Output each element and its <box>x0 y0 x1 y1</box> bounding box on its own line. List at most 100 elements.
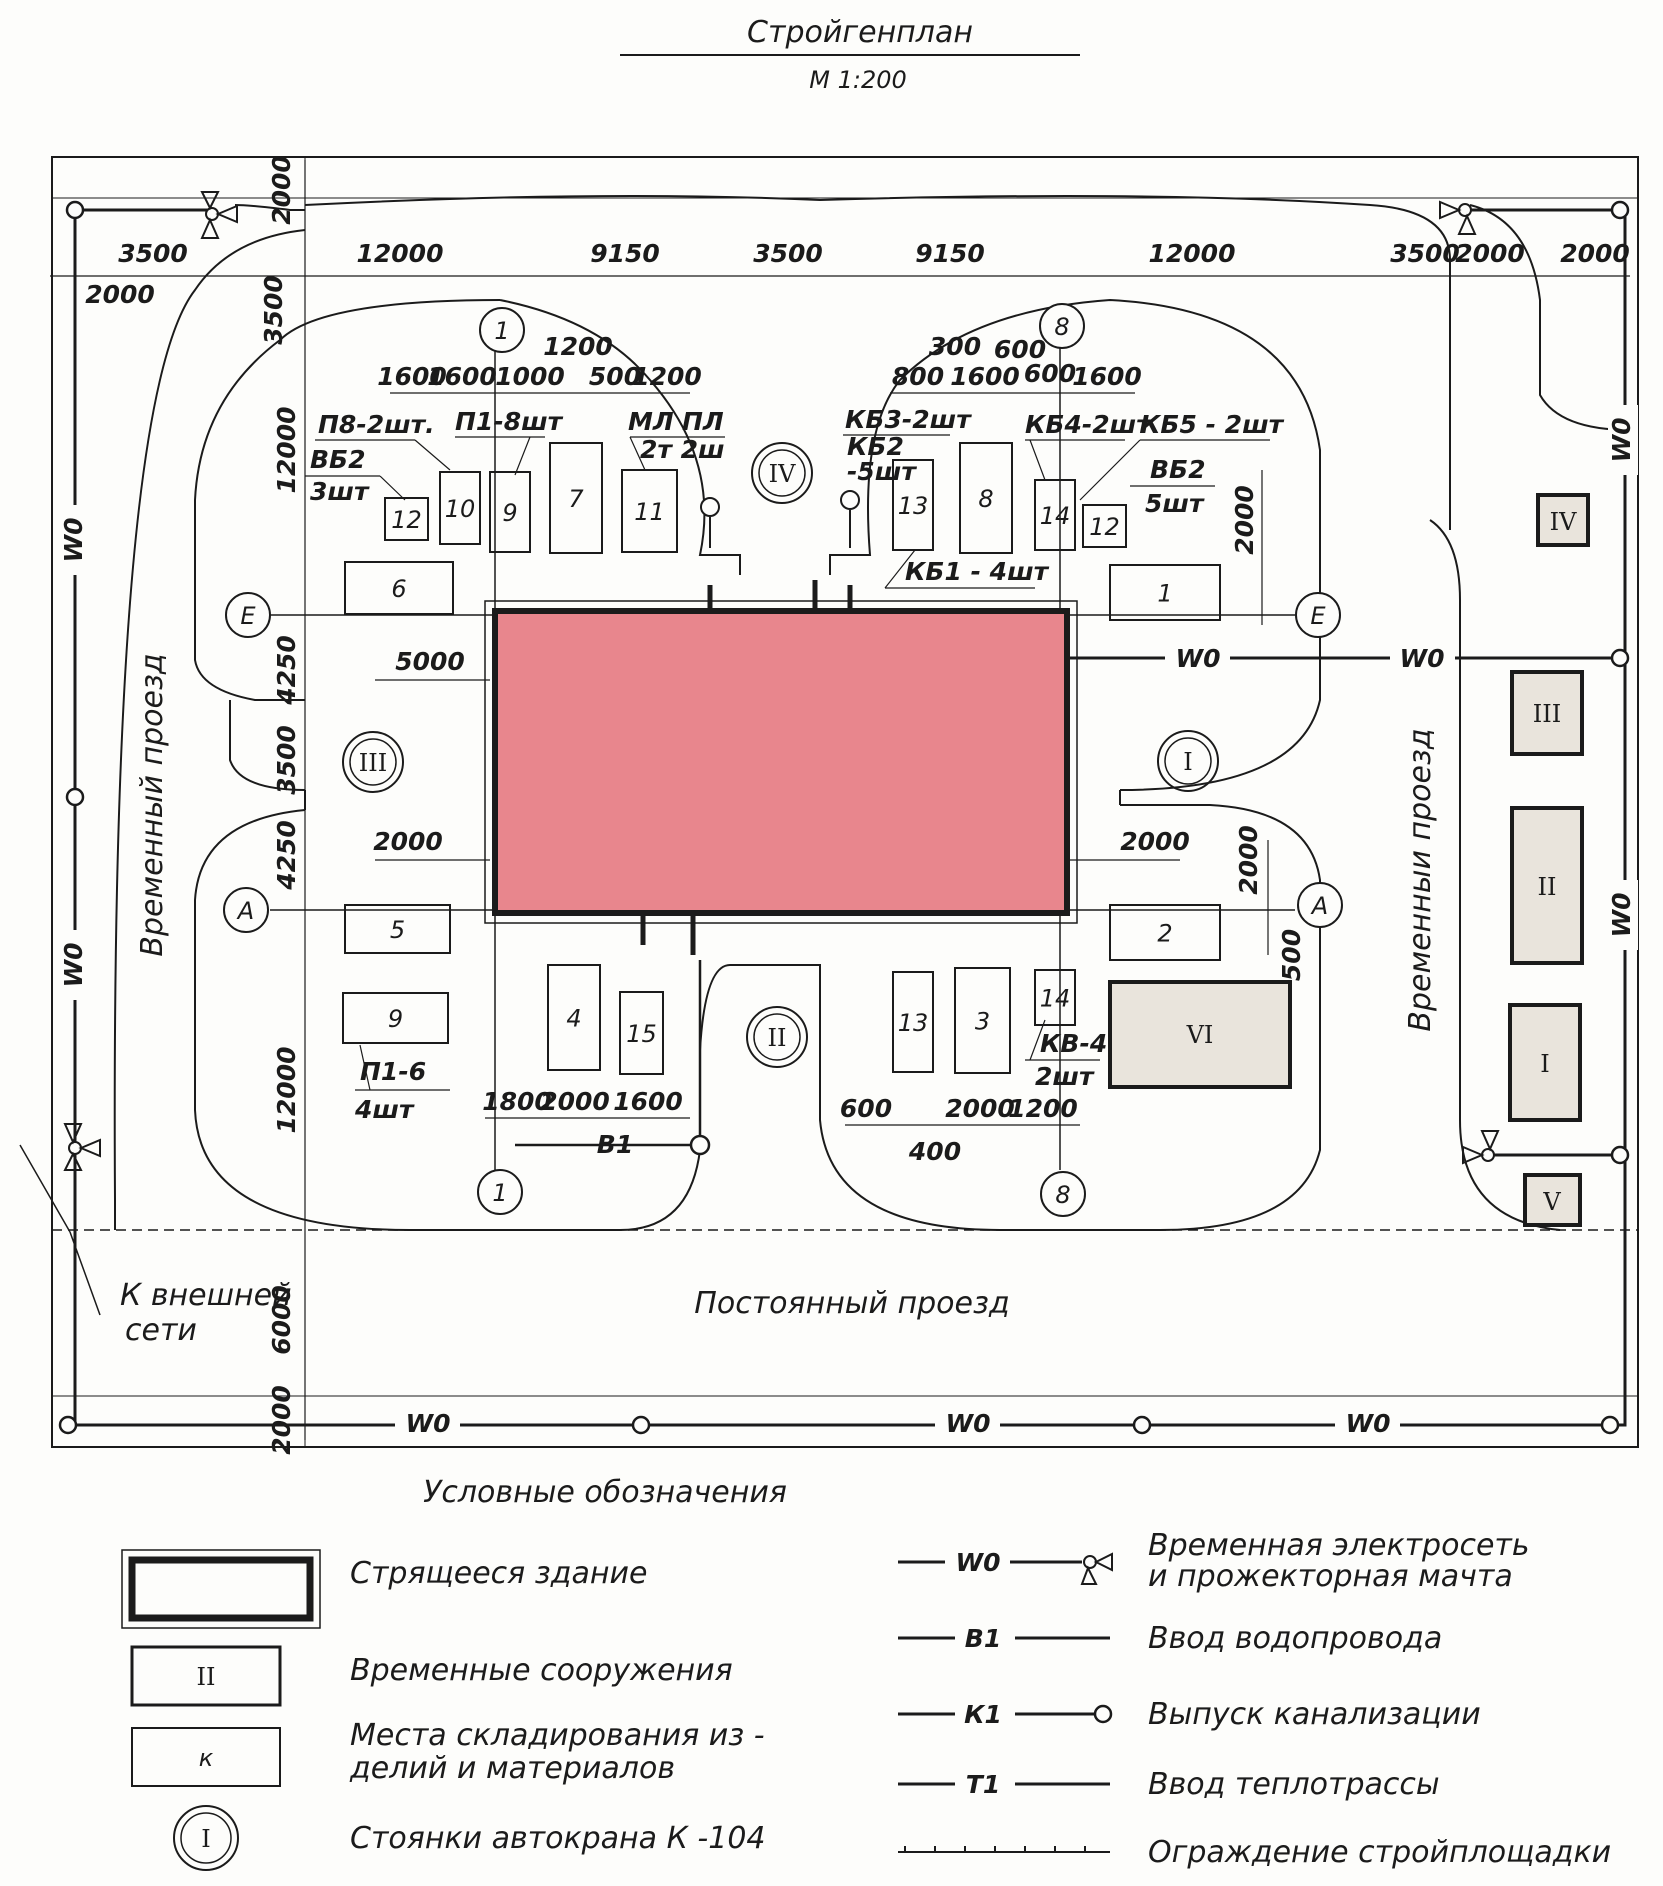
storage-area: 14 <box>1034 969 1076 1026</box>
svg-text:II: II <box>768 1024 787 1052</box>
svg-text:сети: сети <box>125 1313 197 1348</box>
temp-building-iii: III <box>1510 670 1584 756</box>
svg-text:500: 500 <box>589 362 641 391</box>
svg-text:Выпуск канализации: Выпуск канализации <box>1148 1697 1481 1732</box>
storage-area: 14 <box>1034 479 1076 551</box>
crane-stop-iii: III <box>342 731 404 793</box>
svg-text:Е: Е <box>240 602 256 630</box>
svg-text:2000: 2000 <box>1120 827 1190 856</box>
svg-text:II: II <box>197 1663 216 1691</box>
temporary-buildings: I II III IV V VI <box>1108 493 1590 1227</box>
legend-storage: к Места складирования из - делий и матер… <box>131 1718 765 1787</box>
svg-text:Ввод водопровода: Ввод водопровода <box>1148 1621 1442 1656</box>
svg-text:2000: 2000 <box>1234 825 1263 895</box>
svg-text:VI: VI <box>1186 1021 1214 1049</box>
storage-area: 4 <box>547 964 601 1071</box>
svg-text:W0: W0 <box>406 1409 451 1438</box>
top-dimensions: 3500 2000 12000 9150 3500 9150 12000 350… <box>50 239 1630 309</box>
svg-text:Т1: Т1 <box>966 1770 1000 1799</box>
svg-text:9: 9 <box>502 499 517 527</box>
legend-sewer: К1 Выпуск канализации <box>898 1697 1481 1732</box>
svg-text:W0: W0 <box>946 1409 991 1438</box>
storage-area: 9 <box>342 992 449 1044</box>
svg-text:II: II <box>1538 873 1557 901</box>
left-vertical-dimensions: 2000 3500 12000 4250 3500 4250 12000 600… <box>259 155 306 1455</box>
svg-text:МЛ: МЛ <box>628 407 674 436</box>
axis-1-top: 1 <box>479 307 525 353</box>
svg-text:ВБ2: ВБ2 <box>1150 455 1206 484</box>
svg-text:П1-8шт: П1-8шт <box>455 407 564 436</box>
upper-left-dimensions: 1600 1600 1000 1200 500 1200 <box>377 332 702 394</box>
svg-text:W0: W0 <box>956 1548 1001 1577</box>
svg-text:1200: 1200 <box>543 332 613 361</box>
svg-text:5000: 5000 <box>395 647 465 676</box>
svg-text:КБ4-2шт: КБ4-2шт <box>1025 410 1152 439</box>
svg-text:к: к <box>199 1744 214 1772</box>
svg-text:делий и материалов: делий и материалов <box>349 1751 675 1786</box>
svg-text:2т 2ш: 2т 2ш <box>640 435 725 464</box>
svg-text:I: I <box>201 1825 210 1853</box>
svg-text:14: 14 <box>1040 502 1071 530</box>
svg-text:1600: 1600 <box>427 362 497 391</box>
storage-area: 12 <box>1082 504 1127 548</box>
storage-area: 10 <box>439 471 481 545</box>
svg-text:III: III <box>359 749 387 777</box>
svg-text:12000: 12000 <box>272 1047 301 1134</box>
svg-text:1600: 1600 <box>950 362 1020 391</box>
svg-text:7: 7 <box>568 485 584 513</box>
svg-text:W0: W0 <box>1176 644 1221 673</box>
svg-text:12: 12 <box>1089 513 1120 541</box>
svg-text:3: 3 <box>975 1008 990 1036</box>
svg-text:4250: 4250 <box>272 820 301 891</box>
storage-area: 2 <box>1109 904 1221 961</box>
svg-text:6000: 6000 <box>267 1285 296 1355</box>
external-network-label: К внешней сети <box>19 1144 292 1348</box>
svg-text:300: 300 <box>929 332 981 361</box>
svg-text:Места складирования из -: Места складирования из - <box>350 1718 765 1753</box>
sewer-outlet-icon <box>1093 1704 1113 1724</box>
svg-text:2000: 2000 <box>267 1385 296 1455</box>
axis-a-right: А <box>1297 882 1343 928</box>
water-line: В1 <box>515 960 711 1159</box>
storage-area: 13 <box>892 971 934 1073</box>
svg-text:500: 500 <box>1277 929 1306 981</box>
temp-building-v: V <box>1523 1173 1582 1227</box>
svg-text:1600: 1600 <box>1072 362 1142 391</box>
svg-text:15: 15 <box>626 1020 657 1048</box>
svg-text:1600: 1600 <box>377 362 447 391</box>
svg-text:4250: 4250 <box>272 635 301 706</box>
svg-text:6: 6 <box>391 575 406 603</box>
svg-text:600: 600 <box>1024 359 1076 388</box>
road-label-right: Временныи проезд <box>1403 728 1438 1031</box>
crane-stop-iv: IV <box>751 442 813 504</box>
storage-area: 6 <box>344 561 454 615</box>
svg-text:Е: Е <box>1310 602 1326 630</box>
lower-dimensions: 1800 2000 1600 600 400 2000 1200 <box>482 1087 1080 1166</box>
svg-text:3шт: 3шт <box>310 477 370 506</box>
crane-stop-i: I <box>1157 730 1219 792</box>
crane-stop-ii: II <box>746 1006 808 1068</box>
road-label-bottom: Постоянный проезд <box>694 1286 1009 1321</box>
svg-text:I: I <box>1183 748 1192 776</box>
axis-1-bottom: 1 <box>477 1169 523 1215</box>
svg-text:2000: 2000 <box>1230 485 1259 555</box>
axis-e-left: Е <box>225 592 271 638</box>
legend-fence: Ограждение стройплощадки <box>898 1835 1611 1870</box>
svg-text:2000: 2000 <box>267 155 296 225</box>
svg-text:I: I <box>1540 1050 1549 1078</box>
svg-text:В1: В1 <box>965 1624 1001 1653</box>
svg-text:12: 12 <box>391 506 422 534</box>
svg-text:В1: В1 <box>597 1130 633 1159</box>
svg-text:IV: IV <box>1550 508 1577 536</box>
svg-text:К1: К1 <box>964 1700 1002 1729</box>
building-outline <box>484 600 1078 924</box>
svg-text:400: 400 <box>908 1137 961 1166</box>
svg-text:800: 800 <box>892 362 944 391</box>
temporary-road-outline <box>113 195 1631 1231</box>
svg-text:2000: 2000 <box>85 280 155 309</box>
svg-text:W0: W0 <box>1400 644 1445 673</box>
svg-text:2000: 2000 <box>1560 239 1630 268</box>
svg-text:8: 8 <box>1055 1181 1070 1209</box>
